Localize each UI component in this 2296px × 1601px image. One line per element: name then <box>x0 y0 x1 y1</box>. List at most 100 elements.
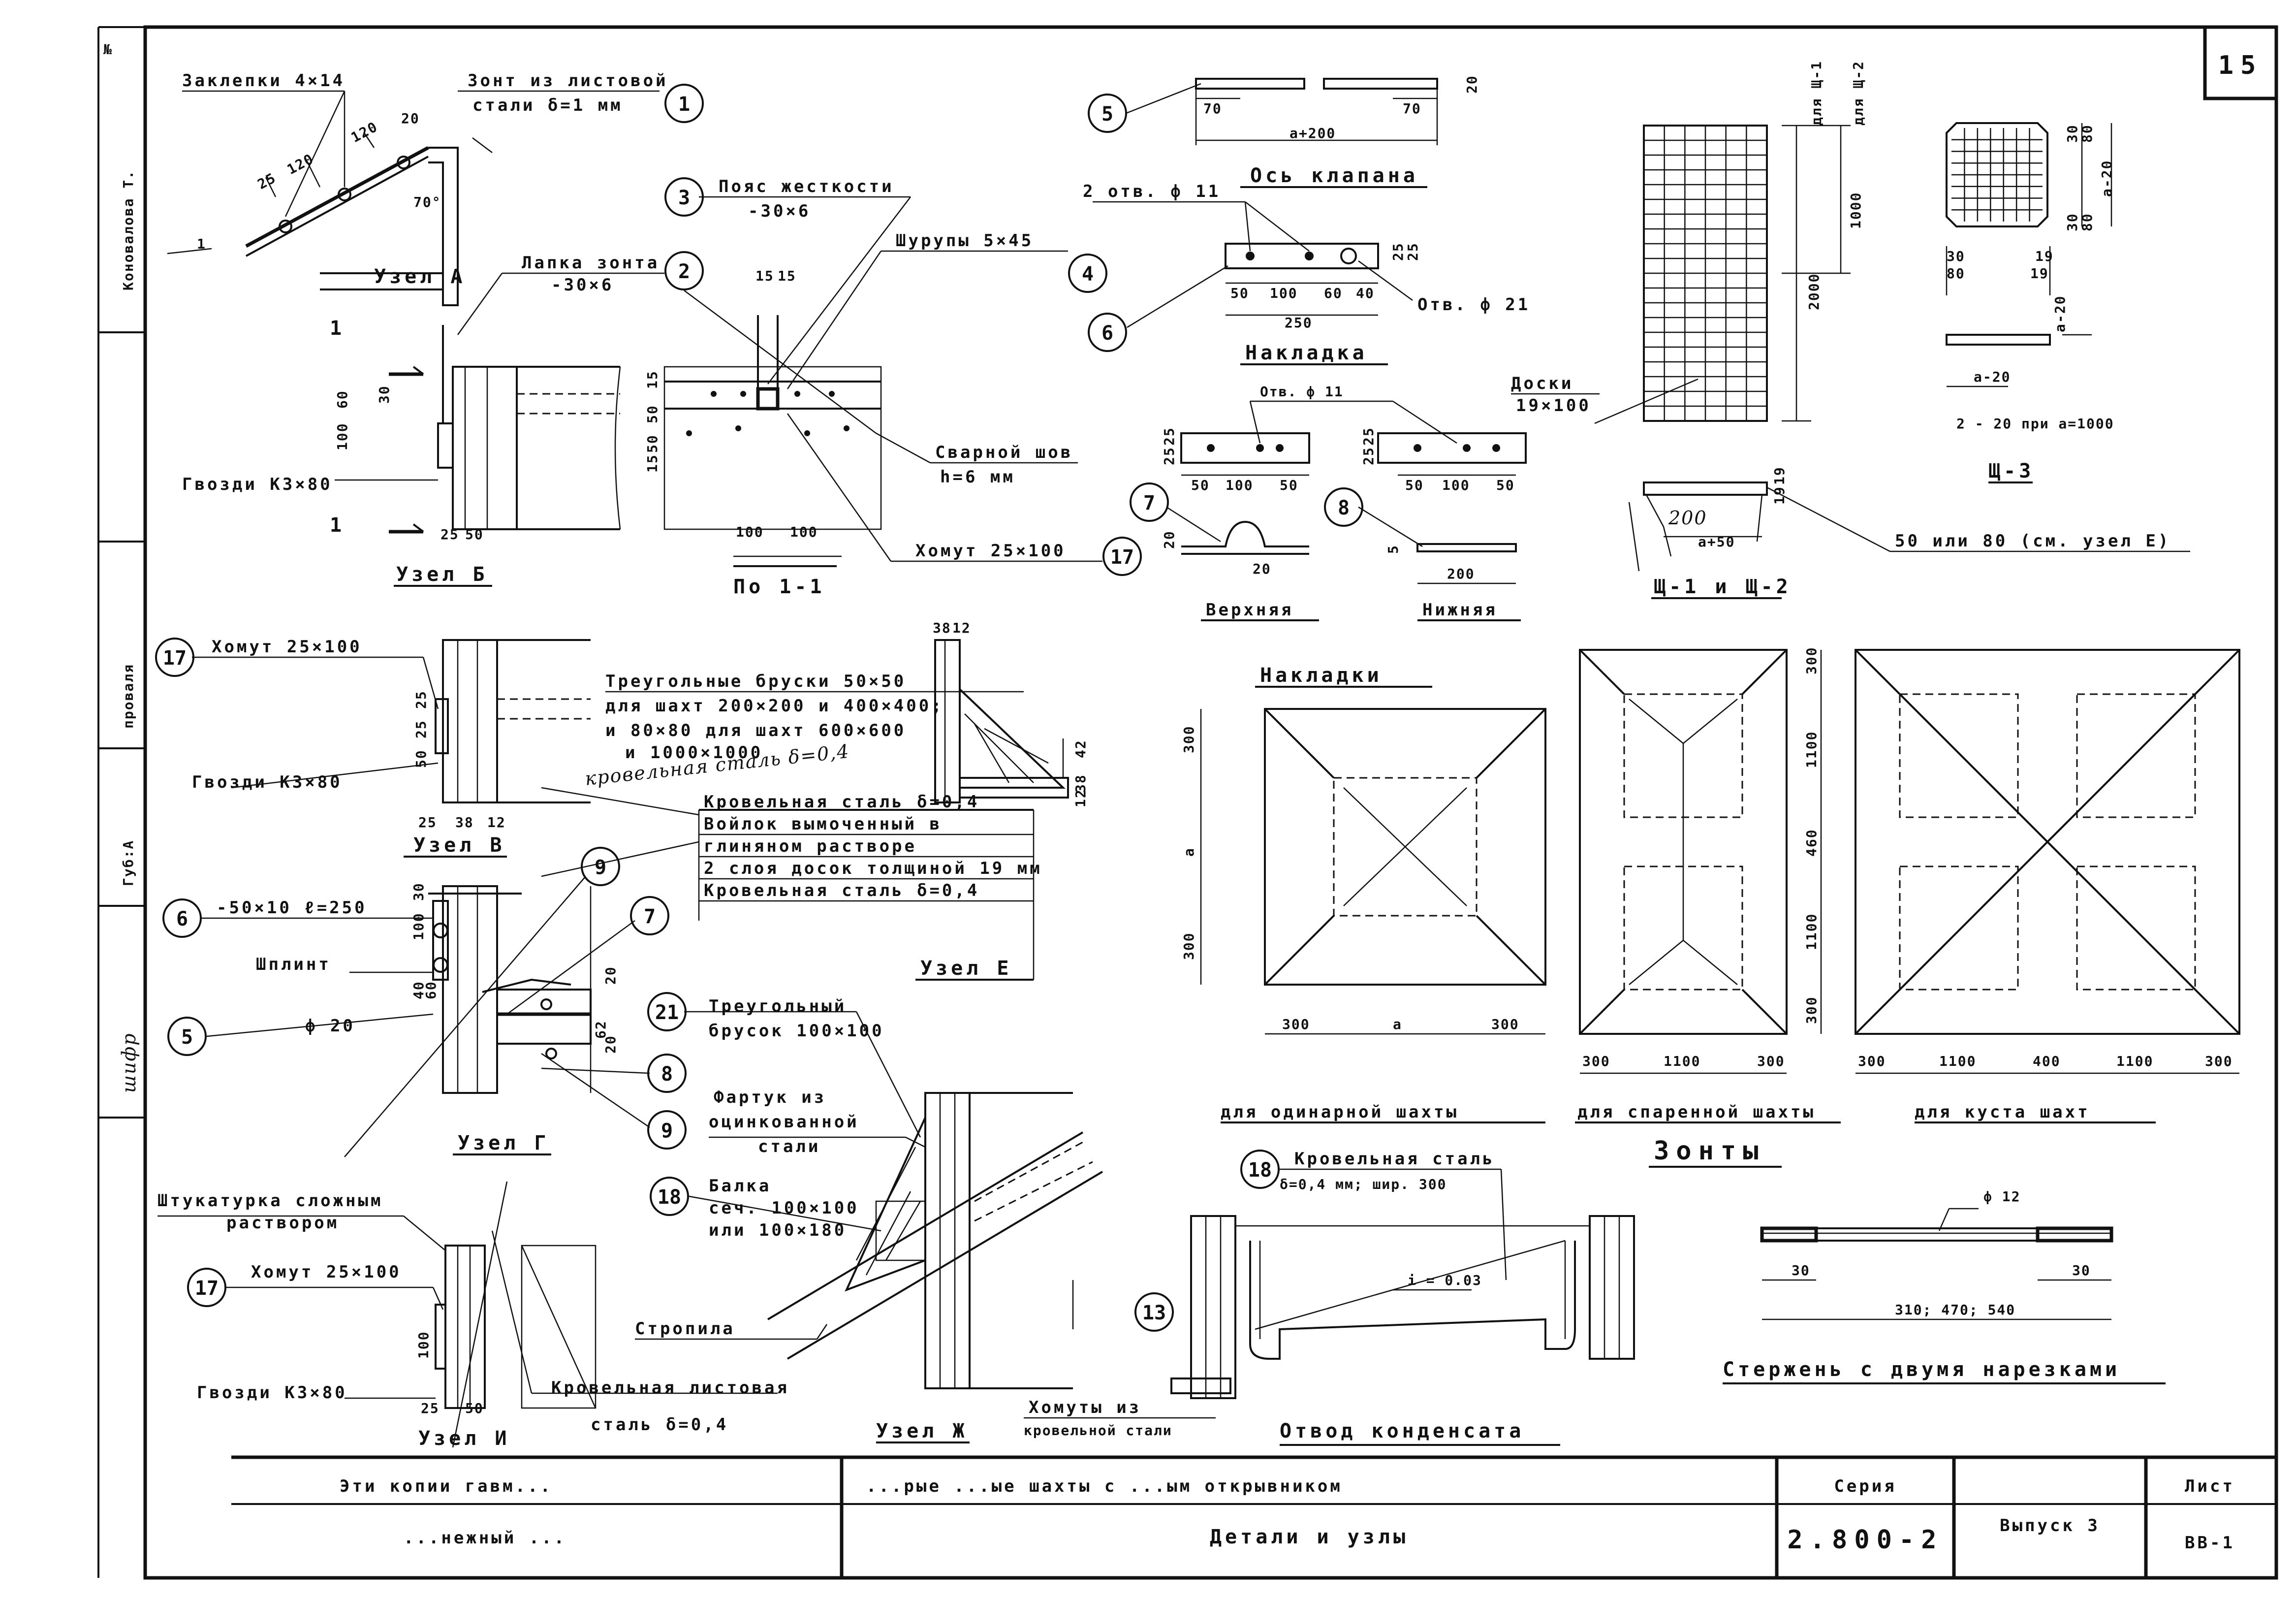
sh12-title: Щ-1 и Щ-2 <box>1654 576 1792 598</box>
uzel-zh-geometry <box>635 1011 1216 1443</box>
uzel-zh-bar-size: брусок 100×100 <box>709 1021 884 1041</box>
nakladki-lower-dim-100: 100 <box>1442 477 1470 493</box>
zonty-double <box>1575 649 1841 1123</box>
svg-text:5: 5 <box>181 1026 193 1049</box>
nakladki-upper-dim-25b: 25 <box>1161 447 1177 465</box>
nakladka-title: Накладка <box>1245 342 1368 364</box>
marker-5-mid: 5 <box>167 1017 207 1056</box>
uzel-a-geometry <box>167 90 664 335</box>
svg-text:8: 8 <box>1338 497 1350 519</box>
uzel-e-layer-4: 2 слоя досок толщиной 19 мм <box>704 859 1042 878</box>
svg-text:9: 9 <box>595 856 606 879</box>
zonty-double-label: для спаренной шахты <box>1577 1102 1816 1122</box>
svg-text:18: 18 <box>658 1186 681 1209</box>
uzel-v-dim-25b: 25 <box>413 720 429 738</box>
project-title: ...рые ...ые шахты с ...ым открывником <box>866 1476 1343 1496</box>
uzel-g-dim-30: 30 <box>410 882 427 901</box>
uzel-e-dim-38b: 38 <box>1072 774 1089 793</box>
uzel-g-title: Узел Г <box>458 1132 550 1154</box>
uzel-g-dim-20b: 20 <box>602 1035 619 1054</box>
uzel-zh-apron-steel: стали <box>758 1137 820 1156</box>
uzel-e-dim-12b: 12 <box>1072 789 1089 807</box>
uzel-e-note-4: и 1000×1000 <box>625 743 763 763</box>
zonty-double-dim-300b: 300 <box>1803 996 1820 1024</box>
uzel-v-dim-25c: 25 <box>418 814 437 831</box>
uzel-b-section-mark-top: 1 <box>330 317 345 340</box>
marker-13: 13 <box>1134 1292 1174 1332</box>
section-dim-15a: 15 <box>755 268 774 284</box>
uzel-b-nails-label: Гвозди К3×80 <box>182 475 333 494</box>
zonty-single <box>1200 708 1546 1123</box>
rod-dim-30a: 30 <box>1792 1262 1810 1279</box>
zonty-cluster-dim-300a: 300 <box>1858 1053 1886 1069</box>
section-weld-size: h=6 мм <box>940 467 1015 487</box>
uzel-i-plaster-mix: раствором <box>226 1213 339 1233</box>
section-dim-15c: 15 <box>644 370 660 389</box>
nakladka-dim-60: 60 <box>1324 285 1343 301</box>
uzel-a-dim-1: 1 <box>197 236 206 252</box>
valve-axis-title: Ось клапана <box>1250 164 1418 187</box>
valve-dim-a200: a+200 <box>1290 125 1336 141</box>
zonty-single-dim-a2: a <box>1393 1016 1402 1032</box>
nakladki-upper-label: Верхняя <box>1206 600 1293 620</box>
uzel-a-angle: 70° <box>413 194 441 210</box>
marker-4: 4 <box>1068 254 1107 293</box>
shield-boards-size: 19×100 <box>1516 396 1591 416</box>
sheet-number: 15 <box>2218 51 2263 80</box>
svg-text:8: 8 <box>661 1063 673 1086</box>
sh3-dim-80d: 19 <box>2030 265 2049 282</box>
valve-dim-20: 20 <box>1464 75 1480 94</box>
valve-dim-70b: 70 <box>1403 100 1421 117</box>
uzel-e-dim-12a: 12 <box>952 620 971 636</box>
uzel-i-geometry <box>157 1181 778 1448</box>
series-value: 2.800-2 <box>1787 1525 1943 1555</box>
uzel-a-lug-size: -30×6 <box>551 275 614 295</box>
marker-8-top: 8 <box>1324 487 1363 527</box>
zonty-double-dim-460: 460 <box>1803 829 1820 857</box>
section-1-1-geometry <box>663 196 1102 567</box>
side-labels: № Коновалова Т. проваля Губ:А шифр <box>103 41 140 1093</box>
drawing-frame <box>97 25 2278 1580</box>
title-block-row1: Эти копии гавм... <box>340 1476 553 1496</box>
section-screws-label: Шурупы 5×45 <box>896 231 1034 251</box>
uzel-a-umbrella-thk: стали δ=1 мм <box>472 96 623 115</box>
sh3-dim-19a: a-20 <box>2052 295 2068 332</box>
nakladki-upper-dim-20a: 20 <box>1161 530 1177 549</box>
svg-text:17: 17 <box>163 647 187 670</box>
nakladka-dim-25b: 25 <box>1405 242 1421 261</box>
zonty-single-dim-a: a <box>1181 847 1197 857</box>
section-dim-100b: 100 <box>790 524 818 540</box>
marker-8-mid: 8 <box>647 1054 687 1093</box>
uzel-e-layer-5: Кровельная сталь δ=0,4 <box>704 881 979 900</box>
nakladka-geometry <box>1093 201 1413 365</box>
marker-3: 3 <box>664 177 704 217</box>
svg-text:2: 2 <box>678 260 690 283</box>
uzel-a-dim-120a: 120 <box>284 150 316 178</box>
side-label-registry: Губ:А <box>120 840 136 886</box>
nakladka-dim-50: 50 <box>1230 285 1249 301</box>
uzel-b-dim-60: 60 <box>334 390 350 409</box>
sh3-dim-30d: 19 <box>2035 248 2054 264</box>
uzel-i-steel-thk: сталь δ=0,4 <box>591 1415 728 1435</box>
uzel-i-nails-label: Гвозди К3×80 <box>197 1383 347 1403</box>
section-dim-15d: 15 <box>644 454 660 473</box>
svg-text:13: 13 <box>1142 1302 1166 1324</box>
marker-7-top: 7 <box>1130 482 1169 522</box>
uzel-e-note-2: для шахт 200×200 и 400×400; <box>605 696 944 716</box>
zonty-double-dim-300c: 300 <box>1582 1053 1610 1069</box>
section-weld-label: Сварной шов <box>935 443 1073 462</box>
uzel-zh-rafter-label: Стропила <box>635 1319 735 1339</box>
uzel-v-dim-12: 12 <box>487 814 506 831</box>
marker-17-top: 17 <box>1102 537 1142 576</box>
svg-text:7: 7 <box>1143 492 1155 514</box>
marker-6-mid: 6 <box>162 898 202 938</box>
zonty-single-dim-300a: 300 <box>1181 725 1197 753</box>
uzel-zh-beam-size1: сеч. 100×100 <box>709 1198 859 1218</box>
uzel-i-plaster-label: Штукатурка сложным <box>157 1191 383 1211</box>
section-belt-label: Пояс жесткости <box>719 177 894 196</box>
uzel-g-pin-label: Шплинт <box>256 955 331 974</box>
uzel-v-dim-25a: 25 <box>413 690 429 709</box>
svg-text:21: 21 <box>655 1001 679 1024</box>
uzel-g-plate-label: -50×10 ℓ=250 <box>217 898 367 918</box>
nakladki-lower-dim-50a: 50 <box>1405 477 1424 493</box>
